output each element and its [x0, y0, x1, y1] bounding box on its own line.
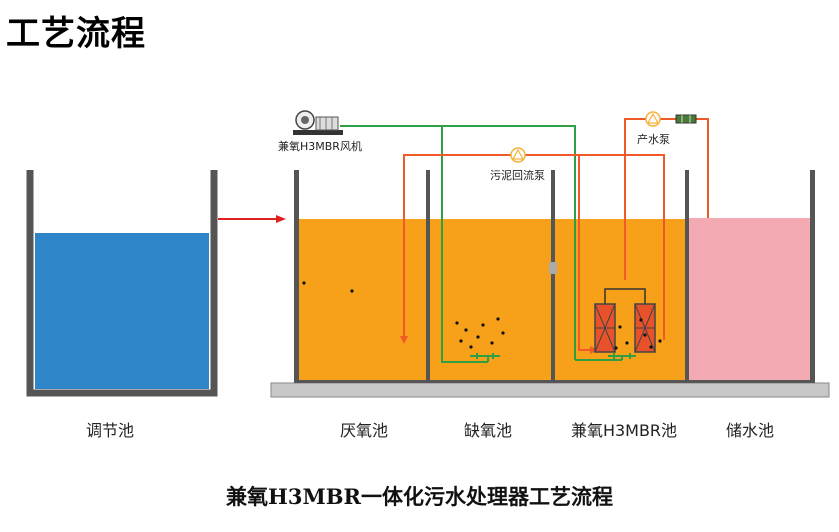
anoxic-tank-water [430, 219, 551, 381]
product-pump-icon [645, 111, 661, 127]
membrane-header [604, 288, 646, 304]
wall-bottom [294, 380, 815, 383]
membrane-module-left [594, 303, 616, 353]
mbr-return-arrowhead [590, 346, 598, 354]
overflow-port [549, 262, 557, 274]
sludge-particles [302, 281, 662, 350]
mbr-diffuser [608, 353, 636, 360]
transfer-arrowhead [276, 215, 286, 223]
mbr-return-pipe [578, 154, 605, 351]
sludge-return-pipe [403, 154, 665, 340]
anaerobic-tank-label: 厌氧池 [339, 421, 389, 440]
wall-right [810, 170, 815, 383]
product-pump-label: 产水泵 [637, 133, 670, 146]
air-pipe-anoxic [441, 126, 488, 363]
air-pipe-main [340, 125, 576, 360]
anoxic-diffuser [470, 353, 500, 362]
wall-anaerobic-anoxic [426, 170, 430, 383]
sludge-return-arrowhead [400, 336, 408, 344]
wall-anoxic-mbr [551, 170, 555, 383]
mbr-tank-label: 兼氧H3MBR池 [570, 421, 678, 440]
regulating-tank-water [35, 233, 209, 389]
sludge-pump-label: 污泥回流泵 [490, 169, 545, 182]
regulating-tank-wall [26, 170, 218, 397]
flow-meter-icon [675, 114, 697, 124]
regulating-tank-label: 调节池 [85, 421, 135, 440]
membrane-module-right [634, 303, 656, 353]
base-platform [270, 382, 830, 398]
blower-icon [293, 110, 343, 135]
diagram-caption: 兼氧H3MBR一体化污水处理器工艺流程 [226, 484, 613, 509]
wall-left [294, 170, 299, 383]
sludge-pump-icon [510, 147, 526, 163]
product-water-pipe [624, 118, 709, 280]
anaerobic-tank-water [299, 219, 426, 381]
anoxic-tank-label: 缺氧池 [463, 421, 513, 440]
storage-tank-label: 储水池 [725, 421, 775, 440]
blower-label: 兼氧H3MBR风机 [278, 140, 362, 153]
wall-mbr-storage [685, 170, 689, 383]
storage-tank-water [689, 218, 810, 381]
page-title: 工艺流程 [6, 14, 146, 54]
